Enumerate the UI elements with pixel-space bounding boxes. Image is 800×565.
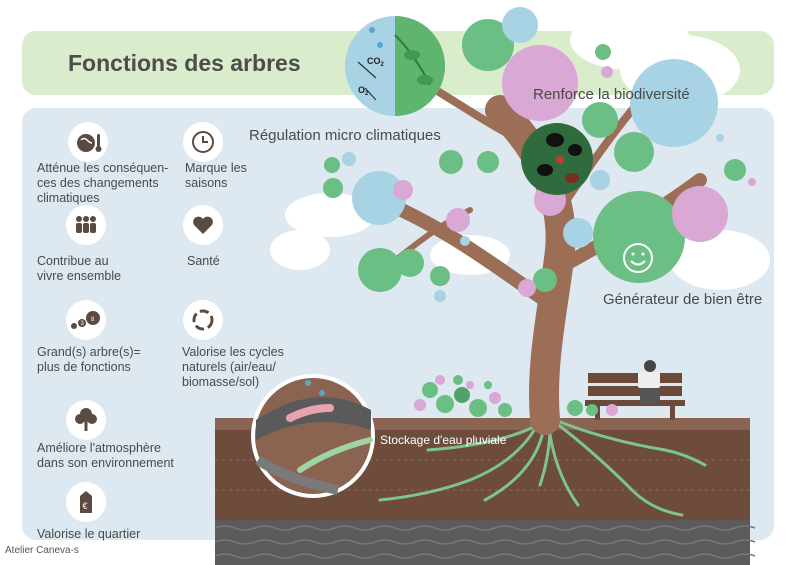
regulation-label: Régulation micro climatiques	[249, 127, 441, 144]
feature-neighbourhood-label: Valorise le quartier	[37, 527, 141, 541]
svg-text:3: 3	[81, 321, 85, 327]
co2-o2-exchange-circle	[345, 16, 445, 116]
co2-label: CO2	[367, 56, 385, 68]
wellbeing-label: Générateur de bien être	[603, 291, 763, 308]
biodiversity-label: Renforce la biodiversité	[533, 86, 690, 103]
bedrock-waves	[214, 525, 756, 559]
feature-atmosphere-label: Améliore l'atmosphère dans son environne…	[37, 441, 174, 470]
birds-circle	[521, 123, 593, 195]
o2-label: O2	[358, 85, 369, 97]
cycle-icon	[183, 300, 223, 340]
heart-icon	[183, 205, 223, 245]
bench-with-reader	[585, 360, 685, 420]
clock-icon	[183, 122, 223, 162]
credit-text: Atelier Caneva-s	[5, 545, 79, 556]
soil-magnifier-circle	[251, 374, 375, 498]
smiley-icon	[623, 243, 653, 273]
climate-globe-icon	[68, 122, 108, 162]
page-title: Fonctions des arbres	[68, 50, 301, 76]
feature-health-label: Santé	[187, 254, 220, 268]
people-icon	[66, 205, 106, 245]
ground-bushes	[414, 375, 618, 417]
feature-climate-label: Atténue les conséquen- ces des changemen…	[37, 161, 169, 205]
euro-tag-icon: €	[66, 482, 106, 522]
feature-seasons-label: Marque les saisons	[185, 161, 247, 190]
feature-big-trees-label: Grand(s) arbre(s)= plus de fonctions	[37, 345, 141, 374]
feature-cycles-label: Valorise les cycles naturels (air/eau/ b…	[182, 345, 284, 389]
feature-together-label: Contribue au vivre ensemble	[37, 254, 122, 283]
svg-text:€: €	[83, 501, 88, 511]
canopy-dots	[323, 7, 756, 302]
tree-icon	[66, 400, 106, 440]
water-storage-label: Stockage d'eau pluviale	[380, 433, 507, 447]
svg-text:8: 8	[91, 317, 95, 323]
soil-texture	[215, 459, 750, 491]
